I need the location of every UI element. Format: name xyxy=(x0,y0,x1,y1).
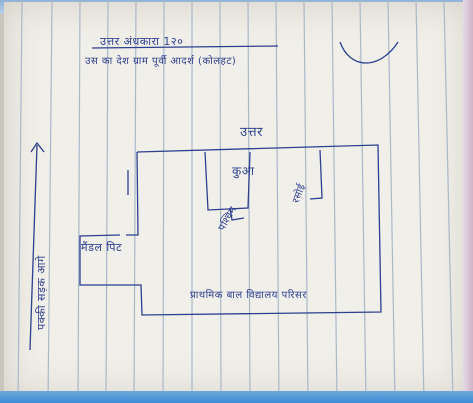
heading-bracket xyxy=(339,41,399,64)
label-north: उत्तर xyxy=(240,125,263,140)
inner-building xyxy=(204,151,251,211)
notebook-page xyxy=(4,2,470,398)
heading-line1: उत्तर अंधकारा 1२० xyxy=(100,35,184,48)
gate-area xyxy=(79,234,121,286)
label-school: प्राथमिक बाल विद्यालय परिसर xyxy=(190,290,307,301)
page-edge xyxy=(463,0,473,403)
map-sketch xyxy=(29,41,399,351)
label-pole: मैंडल पिट xyxy=(81,241,123,254)
cloth-bottom-band xyxy=(0,391,473,403)
ruled-lines xyxy=(17,0,454,403)
compound-wall xyxy=(120,144,382,316)
label-well: कुआ xyxy=(232,164,255,178)
kitchen-wall xyxy=(309,149,323,200)
road-line xyxy=(29,144,38,351)
road-arrow xyxy=(30,141,45,153)
label-road: पक्की सड़क आगे xyxy=(35,255,48,330)
compound-wall-left xyxy=(126,151,139,236)
notch xyxy=(229,207,245,221)
heading-line2: उस का देश ग्राम पूर्वी आदर्श (कोलहट) xyxy=(85,56,237,67)
